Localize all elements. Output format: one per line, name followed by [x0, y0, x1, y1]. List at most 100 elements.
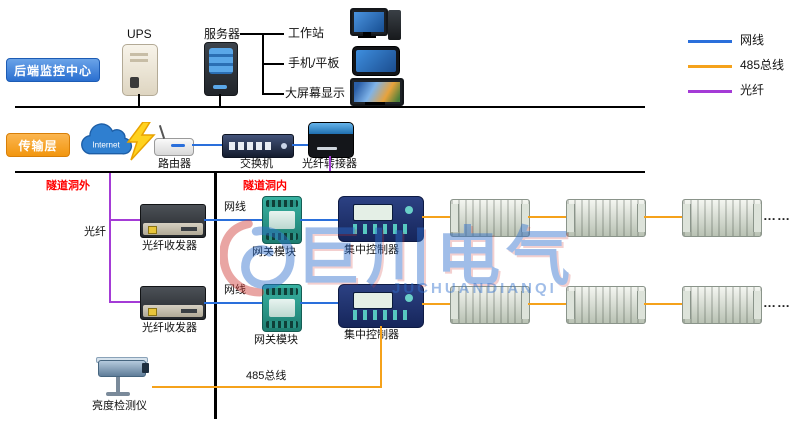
ups-connector-line [138, 94, 140, 107]
bracket-line [262, 63, 284, 65]
fiber-transceiver-label-2: 光纤收发器 [142, 322, 197, 334]
workstation-image [350, 8, 404, 42]
brightness-detector-label: 亮度检测仪 [92, 400, 147, 412]
server-device [204, 42, 238, 96]
server-label: 服务器 [204, 27, 241, 41]
gateway-terminals [266, 288, 298, 295]
legend-label-network: 网线 [740, 33, 765, 47]
tunnel-divider-line [214, 171, 217, 419]
legend-line-485bus [688, 65, 732, 68]
switch-adapter-network-line [292, 144, 308, 146]
server-connector-line [219, 94, 221, 107]
fiber-trunk-line [109, 173, 111, 303]
fiber-branch-line-2 [109, 301, 141, 303]
led-driver [450, 286, 530, 324]
fiber-adapter-device [308, 122, 354, 158]
fiber-transceiver-label-1: 光纤收发器 [142, 240, 197, 252]
bus-segment [422, 303, 450, 305]
adapter-fiber-stub-line [329, 156, 331, 172]
controller-lcd [353, 204, 393, 221]
backend-bus-line [15, 106, 645, 108]
gateway-module-label-1: 网关模块 [252, 246, 296, 258]
legend-line-fiber [688, 90, 732, 93]
gateway-module-device-1 [262, 196, 302, 244]
fiber-transceiver-device-1 [140, 204, 206, 238]
server-disks [209, 48, 233, 74]
led-driver [682, 199, 762, 237]
big-screen-monitor [350, 78, 404, 106]
bus-segment [528, 216, 566, 218]
camera-lens [142, 363, 149, 373]
transceiver-gateway-network-line-2 [204, 302, 262, 304]
big-screen-stand [365, 102, 385, 105]
brightness-detector-device [84, 350, 160, 398]
terminal-label-phone-tablet: 手机/平板 [288, 56, 340, 70]
tunnel-outside-label: 隧道洞外 [46, 180, 90, 192]
controller-label-2: 集中控制器 [344, 329, 399, 341]
legend-label-fiber: 光纤 [740, 83, 765, 97]
bus-485-vertical-line [380, 326, 382, 388]
controller-label-1: 集中控制器 [344, 244, 399, 256]
gateway-terminals [266, 200, 298, 207]
router-switch-network-line [192, 144, 222, 146]
monitor-base [358, 36, 376, 38]
bus-segment [422, 216, 450, 218]
controller-lcd [353, 292, 393, 309]
big-screen-image [350, 78, 404, 106]
legend-line-network [688, 40, 732, 43]
led-driver [682, 286, 762, 324]
gateway-face [269, 299, 295, 317]
bus-segment [644, 216, 682, 218]
led-driver [566, 199, 646, 237]
ups-label: UPS [127, 27, 152, 41]
network-cable-label-1: 网线 [224, 201, 246, 213]
big-screen-content [354, 82, 400, 102]
workstation-tower [388, 10, 401, 40]
fiber-label: 光纤 [84, 226, 106, 238]
row-ellipsis-2: …… [763, 295, 791, 310]
workstation-screen [354, 12, 384, 32]
router-device [154, 138, 194, 156]
transmission-section-badge: 传输层 [6, 133, 70, 157]
bus-segment [528, 303, 566, 305]
monitor-stand [363, 32, 371, 36]
led-driver [566, 286, 646, 324]
led-driver [450, 199, 530, 237]
transceiver-gateway-network-line-1 [204, 219, 262, 221]
gateway-controller-network-line-1 [300, 219, 338, 221]
internet-cloud-label: Internet [92, 140, 120, 149]
legend-label-485bus: 485总线 [740, 58, 785, 72]
camera-body [98, 360, 146, 377]
controller-buttons [353, 224, 409, 234]
camera-base [106, 392, 130, 396]
controller-device-1 [338, 196, 424, 242]
gateway-module-device-2 [262, 284, 302, 332]
switch-device [222, 134, 294, 158]
switch-ports [229, 142, 273, 150]
fiber-transceiver-device-2 [140, 286, 206, 320]
terminal-label-big-screen: 大屏幕显示 [285, 86, 346, 100]
camera-pole [116, 377, 120, 393]
router-label: 路由器 [158, 158, 191, 170]
controller-buttons [353, 310, 409, 320]
network-cable-label-2: 网线 [224, 284, 246, 296]
bracket-line [262, 93, 284, 95]
transmission-bus-line [15, 171, 645, 173]
switch-label: 交换机 [240, 158, 273, 170]
gateway-module-label-2: 网关模块 [254, 334, 298, 346]
transceiver-panel [143, 223, 203, 235]
tablet-image [352, 46, 400, 76]
row-ellipsis-1: …… [763, 208, 791, 223]
bus-segment [644, 303, 682, 305]
transceiver-panel [143, 305, 203, 317]
terminal-label-workstation: 工作站 [288, 26, 325, 40]
tunnel-inside-label: 隧道洞内 [243, 180, 287, 192]
lightning-icon [126, 122, 156, 161]
ups-device [122, 44, 158, 96]
bus-485-label: 485总线 [246, 370, 287, 382]
controller-device-2 [338, 284, 424, 328]
fiber-branch-line-1 [109, 219, 141, 221]
gateway-face [269, 211, 295, 229]
internet-cloud-icon: Internet [81, 123, 133, 155]
